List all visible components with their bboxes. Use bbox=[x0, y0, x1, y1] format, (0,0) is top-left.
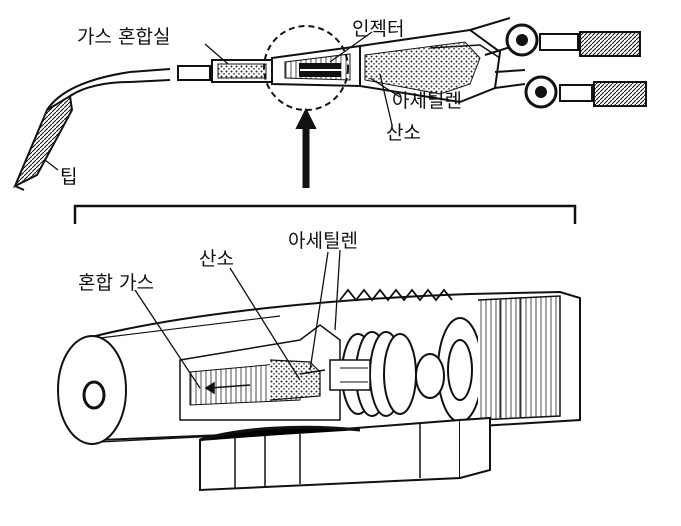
injector-detail bbox=[57, 249, 581, 492]
injector-thread bbox=[329, 331, 417, 417]
torch-tip bbox=[13, 71, 131, 191]
lower-nut bbox=[199, 416, 491, 492]
label-acetylene-detail: 아세틸렌 bbox=[288, 230, 358, 252]
mixing-chamber-tube bbox=[177, 59, 273, 83]
label-tip: 팁 bbox=[60, 166, 78, 188]
torch-neck bbox=[129, 68, 171, 83]
label-oxygen-top: 산소 bbox=[386, 122, 421, 144]
torch-overview bbox=[13, 17, 647, 224]
label-acetylene-top: 아세틸렌 bbox=[392, 90, 462, 112]
zoom-arrow bbox=[295, 107, 317, 188]
label-oxygen-detail: 산소 bbox=[199, 248, 234, 270]
label-gas-mixing-chamber: 가스 혼합실 bbox=[77, 26, 171, 48]
label-mixed-gas: 혼합 가스 bbox=[78, 272, 154, 294]
acetylene-connector bbox=[494, 69, 647, 109]
detail-bracket bbox=[73, 204, 577, 224]
right-ring bbox=[415, 295, 561, 423]
label-injector: 인젝터 bbox=[352, 18, 405, 40]
top-thread bbox=[339, 288, 453, 302]
detail-leader-lines bbox=[134, 249, 341, 389]
oxygen-connector bbox=[469, 17, 641, 57]
top-leader-lines bbox=[44, 31, 401, 171]
flow-arrows bbox=[204, 369, 326, 395]
torch-handle bbox=[359, 28, 502, 104]
